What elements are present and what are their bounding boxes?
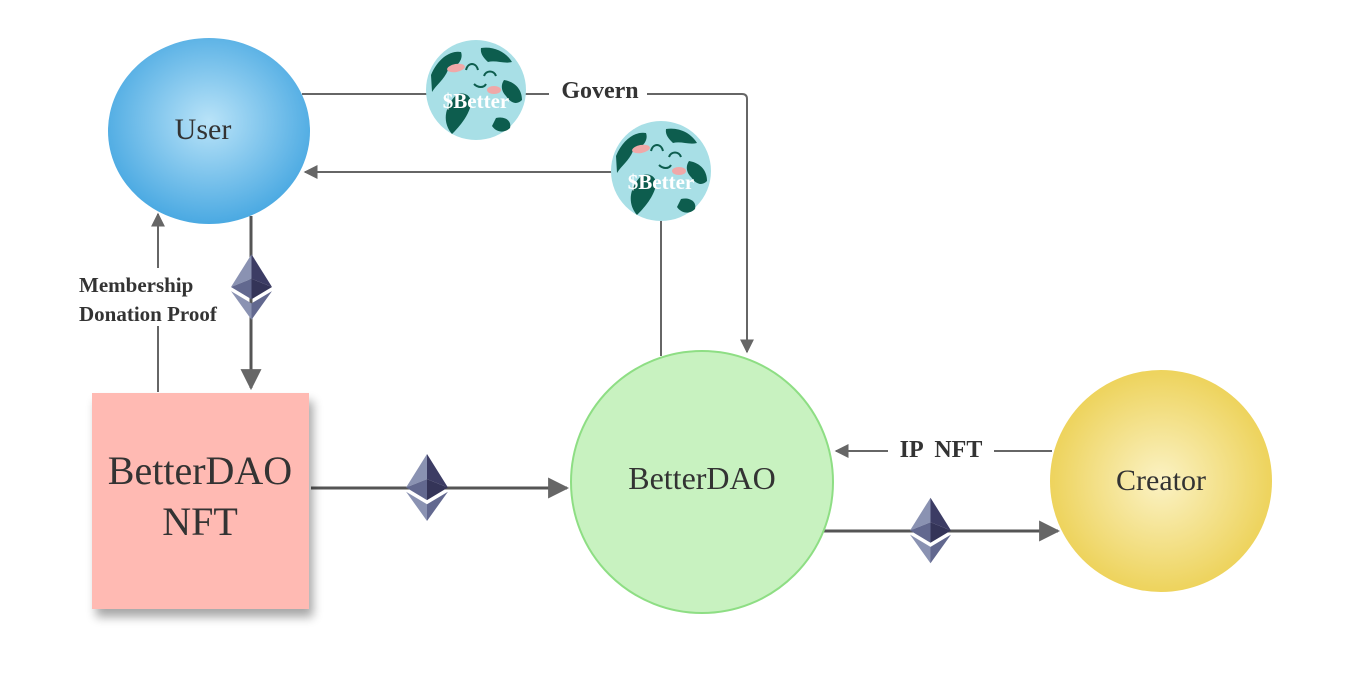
membership-label-group: Membership Donation Proof — [76, 268, 242, 326]
govern-arrow — [302, 93, 754, 354]
reward-arrow — [303, 165, 662, 356]
user-label: User — [175, 113, 232, 146]
ethereum-icon — [406, 454, 448, 521]
dao-node: BetterDAO — [570, 350, 834, 614]
ip-nft-label: IP NFT — [900, 437, 983, 463]
user-node: User — [108, 38, 310, 224]
membership-label-line1: Membership — [79, 273, 193, 297]
better-token-govern: $Better — [426, 40, 526, 140]
ip-nft-label-group: IP NFT — [888, 436, 994, 466]
dao-label: BetterDAO — [628, 460, 776, 496]
nft-label-line2: NFT — [162, 499, 238, 544]
govern-label-group: Govern — [549, 76, 647, 106]
nft-label-line1: BetterDAO — [108, 448, 292, 493]
better-token-govern-label: $Better — [443, 89, 509, 113]
ethereum-icon — [910, 497, 951, 564]
better-token-reward-label: $Better — [628, 170, 694, 194]
nft-node: BetterDAO NFT — [92, 393, 309, 609]
creator-node: Creator — [1050, 370, 1272, 592]
membership-label-line2: Donation Proof — [79, 302, 218, 326]
govern-label: Govern — [561, 78, 638, 104]
better-token-reward: $Better — [611, 121, 711, 221]
creator-label: Creator — [1116, 464, 1206, 497]
